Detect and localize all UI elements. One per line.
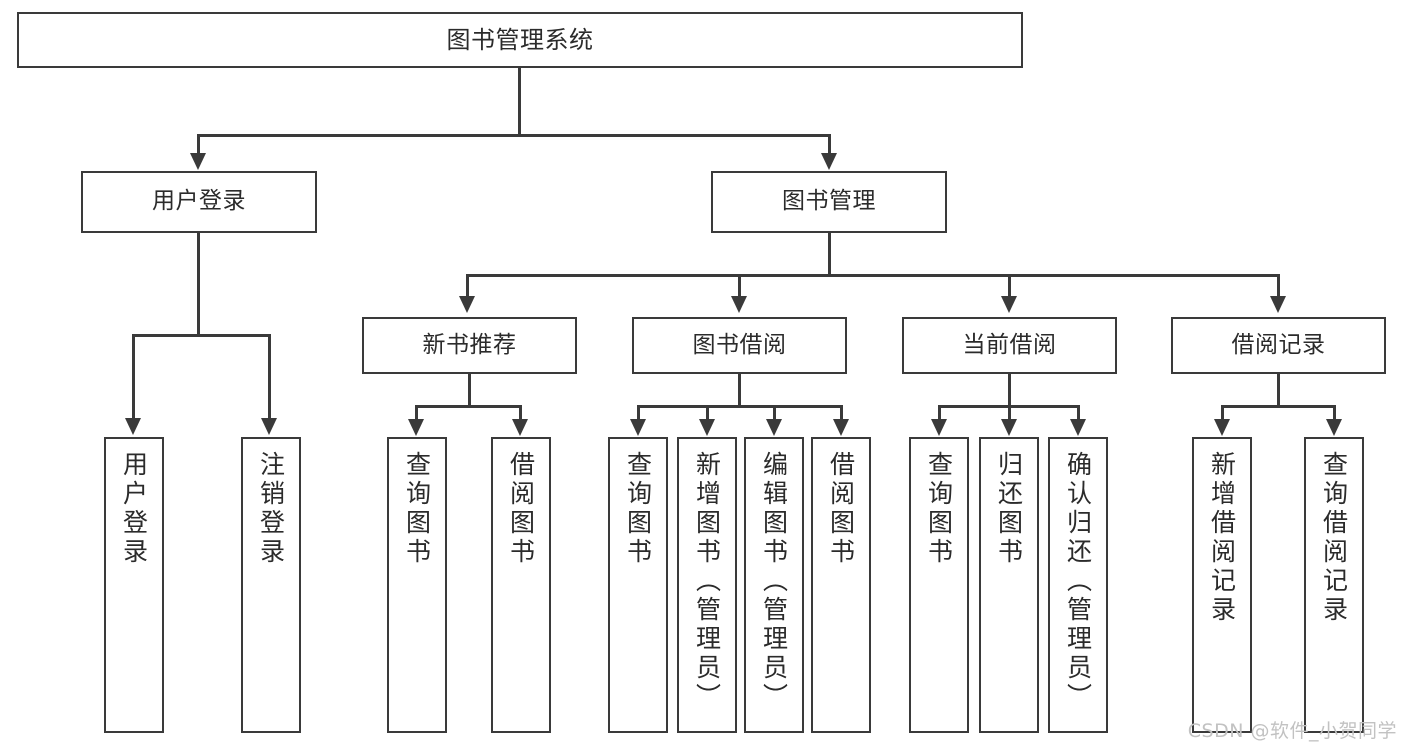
arrow-borrow-records-leaf-2 — [1326, 419, 1342, 436]
arrow-to-book-borrow — [731, 296, 747, 313]
node-label: 查询图书 — [402, 451, 432, 567]
connector-to-book-manage — [828, 134, 831, 156]
arrow-to-new-book — [459, 296, 475, 313]
arrow-to-book-manage — [821, 153, 837, 170]
connector-borrow-records-stem — [1277, 374, 1280, 407]
node-borrow-records[interactable]: 借阅记录 — [1171, 317, 1386, 374]
leaf-new-book-borrow[interactable]: 借阅图书 — [491, 437, 551, 733]
node-label: 新增图书（管理员） — [692, 451, 722, 712]
node-label: 用户登录 — [152, 188, 246, 215]
node-label: 查询图书 — [623, 451, 653, 567]
connector-new-book-bar — [415, 405, 522, 408]
arrow-book-borrow-leaf-3 — [766, 419, 782, 436]
node-label: 查询借阅记录 — [1319, 451, 1349, 625]
connector-to-current-borrow — [1008, 274, 1011, 299]
arrow-user-login-leaf-1 — [125, 418, 141, 435]
connector-current-borrow-leaf-1 — [938, 405, 941, 421]
connector-borrow-records-bar — [1221, 405, 1336, 408]
node-label: 编辑图书（管理员） — [759, 451, 789, 712]
connector-book-borrow-leaf-4 — [840, 405, 843, 421]
arrow-new-book-leaf-2 — [512, 419, 528, 436]
connector-book-borrow-stem — [738, 374, 741, 407]
arrow-current-borrow-leaf-1 — [931, 419, 947, 436]
connector-current-borrow-leaf-2 — [1008, 405, 1011, 421]
node-label: 用户登录 — [119, 451, 149, 567]
connector-current-borrow-leaf-3 — [1077, 405, 1080, 421]
arrow-current-borrow-leaf-2 — [1001, 419, 1017, 436]
connector-book-borrow-bar — [637, 405, 843, 408]
node-label: 图书管理系统 — [446, 25, 594, 54]
connector-borrow-records-leaf-2 — [1333, 405, 1336, 421]
node-current-borrow[interactable]: 当前借阅 — [902, 317, 1117, 374]
arrow-user-login-leaf-2 — [261, 418, 277, 435]
connector-user-login-leaf-2 — [268, 334, 271, 420]
leaf-current-borrow-return[interactable]: 归还图书 — [979, 437, 1039, 733]
arrow-to-current-borrow — [1001, 296, 1017, 313]
connector-to-user-login — [197, 134, 200, 156]
connector-root-stem — [518, 68, 521, 135]
node-new-book-recommend[interactable]: 新书推荐 — [362, 317, 577, 374]
leaf-user-login-login[interactable]: 用户登录 — [104, 437, 164, 733]
arrow-book-borrow-leaf-4 — [833, 419, 849, 436]
connector-user-login-stem — [197, 233, 200, 336]
node-label: 归还图书 — [994, 451, 1024, 567]
node-label: 借阅图书 — [506, 451, 536, 567]
arrow-to-user-login — [190, 153, 206, 170]
leaf-current-borrow-confirm[interactable]: 确认归还（管理员） — [1048, 437, 1108, 733]
connector-current-borrow-stem — [1008, 374, 1011, 407]
node-label: 注销登录 — [256, 451, 286, 567]
leaf-book-borrow-query[interactable]: 查询图书 — [608, 437, 668, 733]
leaf-borrow-records-query[interactable]: 查询借阅记录 — [1304, 437, 1364, 733]
node-label: 确认归还（管理员） — [1063, 451, 1093, 712]
node-label: 借阅记录 — [1231, 331, 1326, 358]
connector-to-book-borrow — [738, 274, 741, 299]
connector-to-borrow-records — [1277, 274, 1280, 299]
node-root-system[interactable]: 图书管理系统 — [17, 12, 1023, 68]
connector-new-book-stem — [468, 374, 471, 407]
connector-user-login-leaf-1 — [132, 334, 135, 420]
arrow-book-borrow-leaf-1 — [630, 419, 646, 436]
leaf-user-login-logout[interactable]: 注销登录 — [241, 437, 301, 733]
connector-user-login-bar — [132, 334, 271, 337]
leaf-book-borrow-borrow[interactable]: 借阅图书 — [811, 437, 871, 733]
node-label: 当前借阅 — [962, 331, 1057, 358]
arrow-current-borrow-leaf-3 — [1070, 419, 1086, 436]
connector-to-new-book — [466, 274, 469, 299]
connector-level2-bar — [197, 134, 831, 137]
arrow-new-book-leaf-1 — [408, 419, 424, 436]
leaf-book-borrow-add[interactable]: 新增图书（管理员） — [677, 437, 737, 733]
node-user-login[interactable]: 用户登录 — [81, 171, 317, 233]
node-label: 图书借阅 — [692, 331, 787, 358]
connector-borrow-records-leaf-1 — [1221, 405, 1224, 421]
arrow-book-borrow-leaf-2 — [699, 419, 715, 436]
arrow-to-borrow-records — [1270, 296, 1286, 313]
connector-level3-bar — [466, 274, 1280, 277]
connector-book-borrow-leaf-3 — [773, 405, 776, 421]
connector-new-book-leaf-1 — [415, 405, 418, 421]
connector-book-manage-stem — [828, 233, 831, 276]
leaf-borrow-records-add[interactable]: 新增借阅记录 — [1192, 437, 1252, 733]
arrow-borrow-records-leaf-1 — [1214, 419, 1230, 436]
connector-book-borrow-leaf-1 — [637, 405, 640, 421]
connector-book-borrow-leaf-2 — [706, 405, 709, 421]
node-label: 新书推荐 — [422, 331, 517, 358]
leaf-book-borrow-edit[interactable]: 编辑图书（管理员） — [744, 437, 804, 733]
node-label: 查询图书 — [924, 451, 954, 567]
node-label: 图书管理 — [782, 188, 876, 215]
connector-new-book-leaf-2 — [519, 405, 522, 421]
leaf-new-book-query[interactable]: 查询图书 — [387, 437, 447, 733]
node-label: 借阅图书 — [826, 451, 856, 567]
node-book-management[interactable]: 图书管理 — [711, 171, 947, 233]
node-book-borrow[interactable]: 图书借阅 — [632, 317, 847, 374]
leaf-current-borrow-query[interactable]: 查询图书 — [909, 437, 969, 733]
node-label: 新增借阅记录 — [1207, 451, 1237, 625]
